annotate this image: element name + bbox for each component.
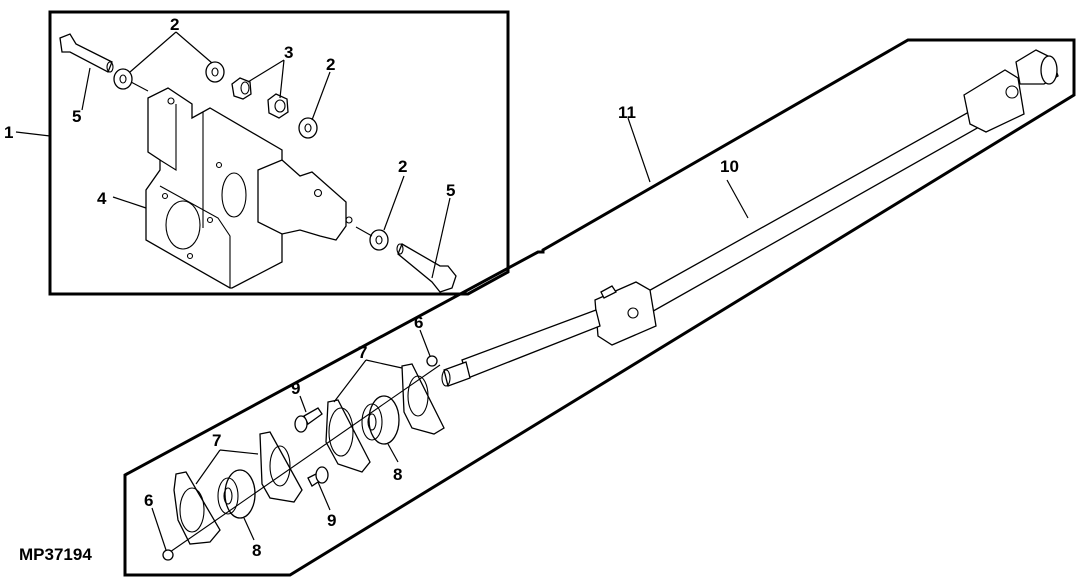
flange [259,431,303,503]
bracket [145,87,353,289]
leader-lines [15,31,749,551]
callout-11: 11 [618,103,636,122]
flange [401,363,445,435]
callout-6: 6 [144,491,153,510]
nut [426,355,438,367]
carriage-bolt [294,407,323,433]
callout-10: 10 [720,157,739,176]
callout-3: 3 [284,43,293,62]
callout-8: 8 [252,541,261,560]
callout-4: 4 [97,189,107,208]
callout-9: 9 [327,511,336,530]
washer [113,68,133,90]
callout-1: 1 [4,123,13,142]
figure-id: MP37194 [19,545,92,564]
drive-shaft [441,49,1059,387]
callout-9: 9 [291,379,300,398]
nut [162,549,174,561]
drive-shaft-assembly-frame [123,38,1076,577]
callout-2: 2 [398,157,407,176]
callout-2: 2 [326,55,335,74]
washer [205,61,225,83]
washer [369,229,389,251]
bearing [361,395,400,445]
cap-screw [396,243,457,293]
callout-7: 7 [212,431,221,450]
lock-nut [267,93,289,119]
washer [298,117,318,139]
lock-nut [231,77,252,100]
bearing [217,469,256,519]
callout-5: 5 [446,181,455,200]
carriage-bolt [307,466,329,487]
cap-screw [59,33,114,73]
bracket-assembly-frame [48,10,510,296]
callout-2: 2 [170,15,179,34]
callout-8: 8 [393,465,402,484]
flange [325,399,371,473]
callout-6: 6 [414,313,423,332]
callout-7: 7 [358,343,367,362]
callout-5: 5 [72,107,81,126]
